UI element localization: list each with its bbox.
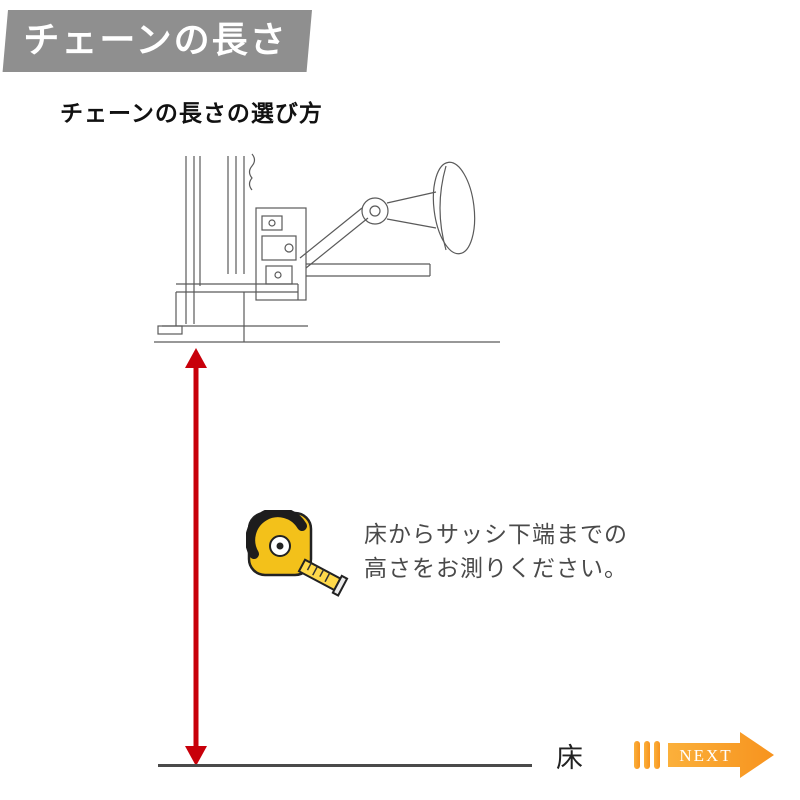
- page-subtitle: チェーンの長さの選び方: [60, 100, 323, 126]
- operator-arm: [299, 197, 389, 269]
- tape-measure-icon: [246, 510, 349, 597]
- instruction-line: 高さをお測りください。: [364, 555, 628, 581]
- instruction-line: 床からサッシ下端までの: [364, 521, 628, 547]
- instruction-text: 床からサッシ下端までの 高さをお測りください。: [364, 517, 628, 585]
- title-badge-label: チェーンの長さ: [23, 19, 288, 60]
- measurement-arrow-icon: [185, 348, 207, 766]
- frame-sill: [154, 263, 500, 343]
- speed-bars-icon: [634, 741, 660, 769]
- winder-bracket: [255, 207, 307, 301]
- crank-handle: [386, 161, 476, 255]
- next-button-label: NEXT: [679, 746, 732, 765]
- next-button[interactable]: NEXT: [634, 730, 776, 783]
- sash-frame: [185, 153, 256, 324]
- next-arrow-icon: NEXT: [634, 732, 774, 778]
- title-badge: チェーンの長さ: [2, 10, 313, 72]
- floor-line: [158, 764, 532, 767]
- floor-label: 床: [556, 743, 583, 773]
- window-sash-diagram: [154, 153, 500, 343]
